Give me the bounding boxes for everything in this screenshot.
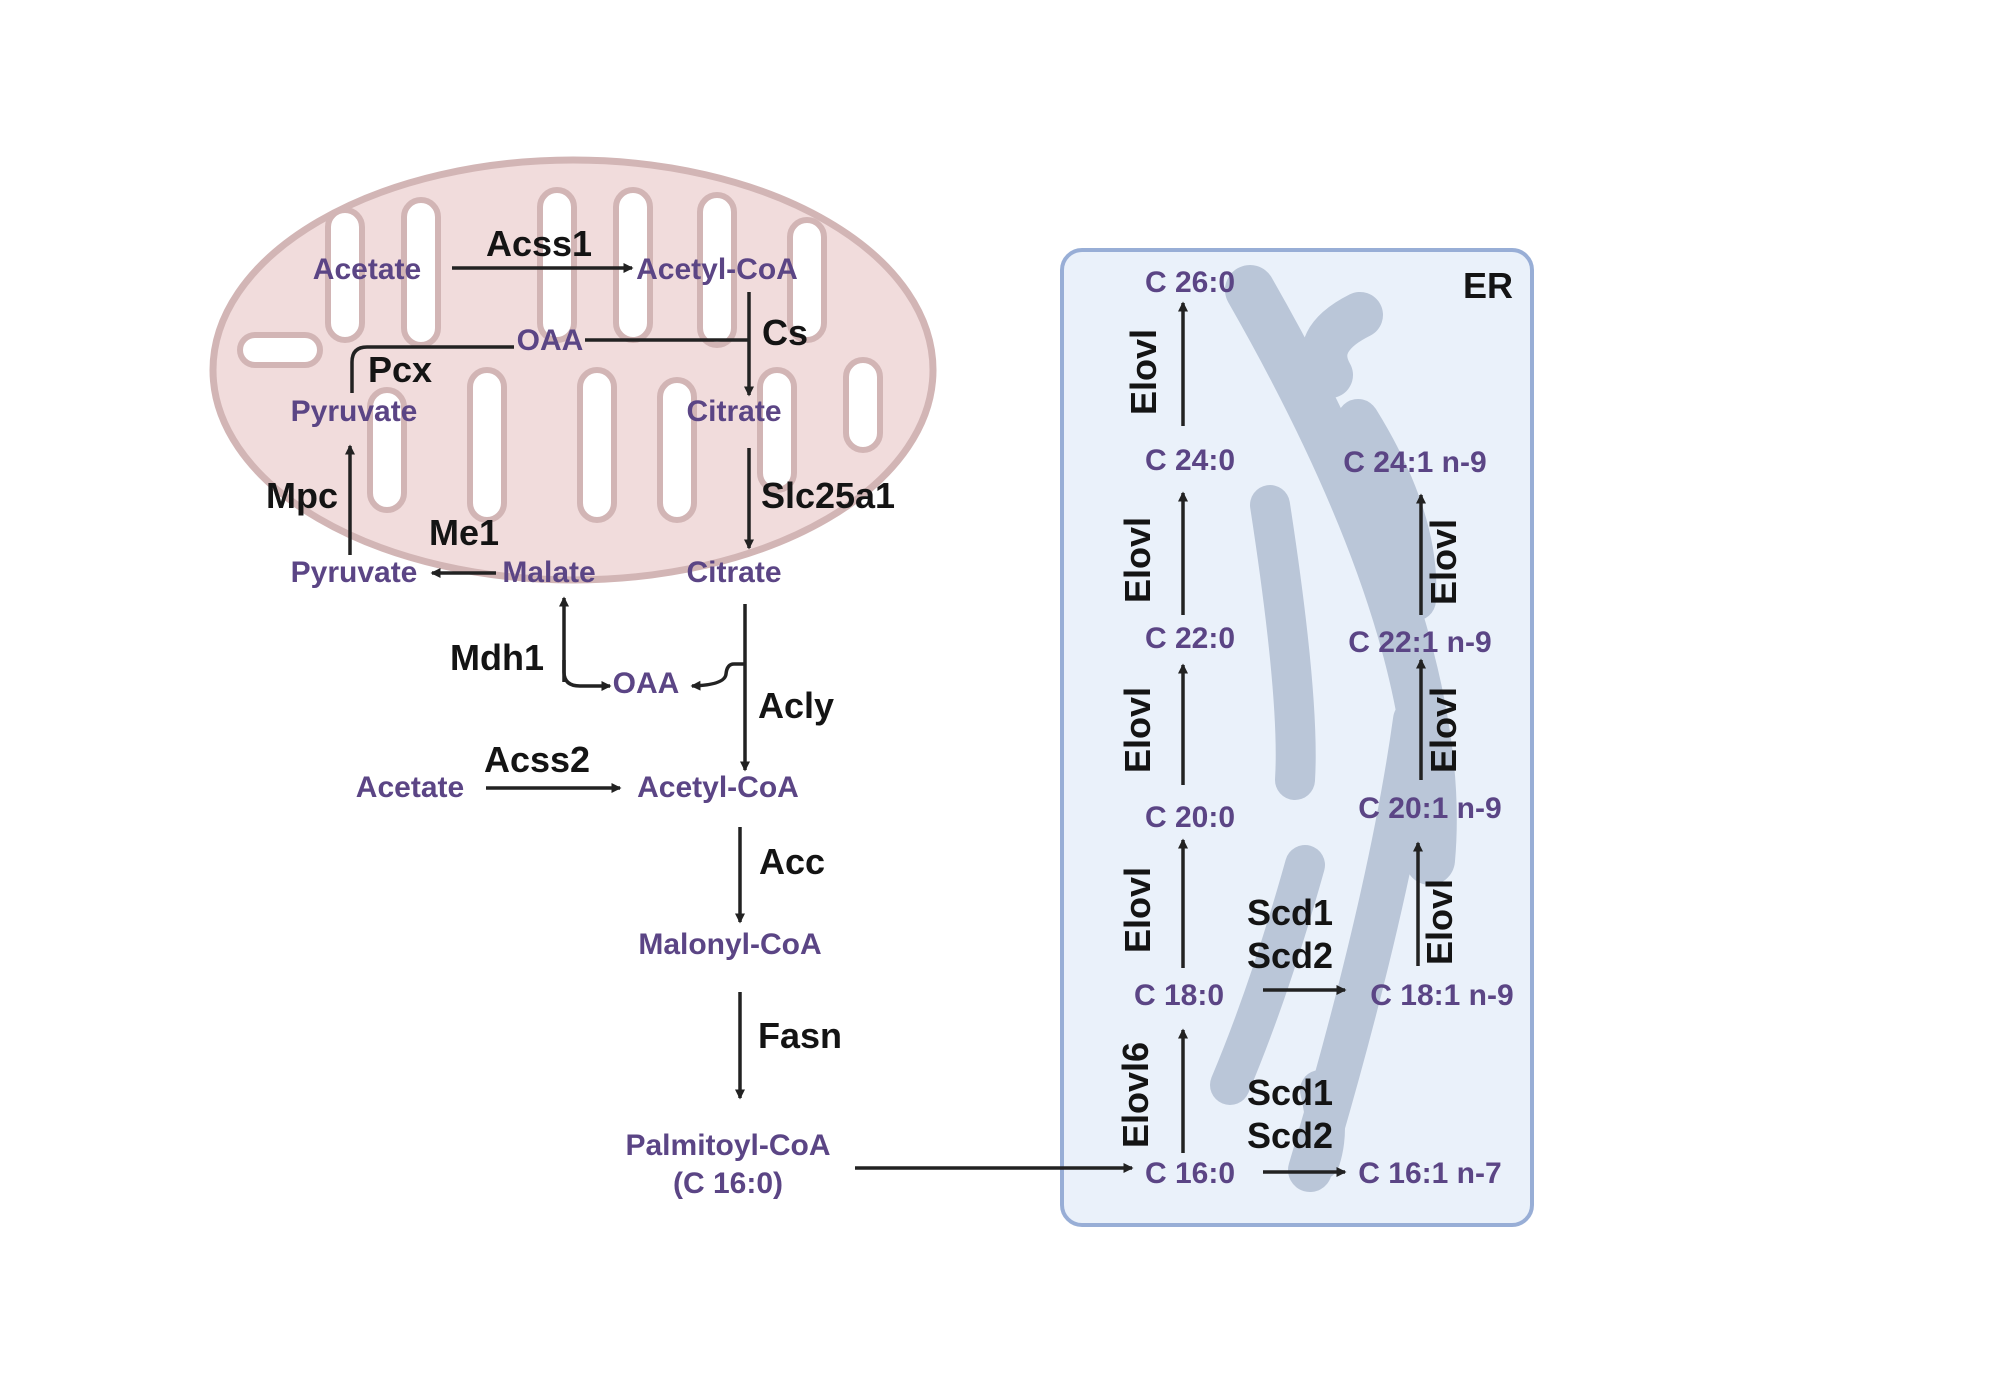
- lipid-c18-1: C 18:1 n-9: [1370, 979, 1513, 1012]
- mito-labels: Acetate Acss1 Acetyl-CoA Cs OAA Pcx Pyru…: [291, 223, 808, 428]
- er-labels: C 26:0 C 24:0 C 22:0 C 20:0 C 18:0 C 16:…: [1115, 266, 1514, 1190]
- enzyme-fasn: Fasn: [758, 1015, 842, 1056]
- enzyme-pcx: Pcx: [368, 349, 432, 390]
- enzyme-acly: Acly: [758, 685, 834, 726]
- er-membrane-band: [1250, 485, 1316, 800]
- metabolite-malate: Malate: [502, 556, 595, 589]
- lipid-c16-0: C 16:0: [1145, 1157, 1235, 1190]
- lipid-c24-0: C 24:0: [1145, 444, 1235, 477]
- er-compartment: ER: [1060, 248, 1534, 1227]
- crista: [697, 192, 737, 348]
- enzyme-elovl-c22-c24: Elovl: [1117, 517, 1158, 603]
- enzyme-elovl-c20-1-c22-1: Elovl: [1423, 687, 1464, 773]
- crista: [843, 357, 883, 453]
- er-membrane-band: [1210, 845, 1325, 1105]
- enzyme-elovl-c22-1-c24-1: Elovl: [1423, 519, 1464, 605]
- enzyme-acss2: Acss2: [484, 739, 590, 780]
- crista: [577, 367, 617, 523]
- metabolite-pyruvate-mito: Pyruvate: [291, 395, 418, 428]
- arrows: [345, 263, 1426, 1177]
- crista: [757, 367, 797, 493]
- metabolite-citrate-cyto: Citrate: [686, 556, 781, 589]
- enzyme-cs: Cs: [762, 312, 808, 353]
- cytosol-labels: Mpc Slc25a1 Me1 Pyruvate Malate Citrate …: [266, 475, 895, 1200]
- enzyme-me1: Me1: [429, 512, 499, 553]
- enzyme-mdh1: Mdh1: [450, 637, 544, 678]
- metabolite-oaa-mito: OAA: [517, 324, 584, 357]
- enzyme-elovl-c18-c20: Elovl: [1117, 867, 1158, 953]
- enzyme-scd2-c18: Scd2: [1247, 935, 1333, 976]
- metabolite-citrate-mito: Citrate: [686, 395, 781, 428]
- mitochondrion: [209, 156, 937, 584]
- er-membrane-band: [1300, 1070, 1345, 1180]
- metabolite-palmitoyl-coa: Palmitoyl-CoA: [625, 1129, 830, 1162]
- enzyme-scd1-c16: Scd1: [1247, 1072, 1333, 1113]
- crista: [237, 332, 323, 368]
- arrow-mdh1-to-oaa: [562, 660, 612, 691]
- enzyme-acss1: Acss1: [486, 223, 592, 264]
- crista: [325, 207, 365, 343]
- metabolite-acetyl-coa-cyto: Acetyl-CoA: [637, 771, 799, 804]
- enzyme-acc: Acc: [759, 841, 825, 882]
- lipid-c26-0: C 26:0: [1145, 266, 1235, 299]
- lipid-c22-0: C 22:0: [1145, 622, 1235, 655]
- crista: [537, 187, 577, 343]
- metabolite-pyruvate-cyto: Pyruvate: [291, 556, 418, 589]
- er-membrane-band: [1337, 399, 1437, 621]
- crista: [787, 217, 827, 343]
- arrow-pcx: [350, 345, 514, 393]
- metabolite-acetate-cyto: Acetate: [356, 771, 464, 804]
- metabolite-malonyl-coa: Malonyl-CoA: [638, 928, 821, 961]
- lipid-c16-1: C 16:1 n-7: [1358, 1157, 1501, 1190]
- enzyme-elovl-c24-c26: Elovl: [1123, 329, 1164, 415]
- metabolite-palmitoyl-c16: (C 16:0): [673, 1167, 783, 1200]
- metabolite-oaa-cyto: OAA: [613, 667, 680, 700]
- er-membrane-band: [1301, 292, 1383, 398]
- metabolite-acetate-mito: Acetate: [313, 253, 421, 286]
- lipid-c20-0: C 20:0: [1145, 801, 1235, 834]
- enzyme-slc25a1: Slc25a1: [761, 475, 895, 516]
- enzyme-elovl-c18-1-c20-1: Elovl: [1419, 879, 1460, 965]
- metabolite-acetyl-coa-mito: Acetyl-CoA: [636, 253, 798, 286]
- lipid-c22-1: C 22:1 n-9: [1348, 626, 1491, 659]
- lipid-c18-0: C 18:0: [1134, 979, 1224, 1012]
- crista: [657, 377, 697, 523]
- lipid-c24-1: C 24:1 n-9: [1343, 446, 1486, 479]
- enzyme-elovl6: Elovl6: [1115, 1042, 1156, 1148]
- er-membrane-band: [1225, 265, 1457, 885]
- crista: [367, 387, 407, 513]
- enzyme-mpc: Mpc: [266, 475, 338, 516]
- arrow-acly-to-oaa: [690, 662, 745, 691]
- enzyme-scd2-c16: Scd2: [1247, 1115, 1333, 1156]
- crista: [401, 197, 441, 348]
- er-label: ER: [1463, 265, 1513, 306]
- crista: [467, 367, 507, 523]
- lipid-c20-1: C 20:1 n-9: [1358, 792, 1501, 825]
- enzyme-scd1-c18: Scd1: [1247, 892, 1333, 933]
- enzyme-elovl-c20-c22: Elovl: [1117, 687, 1158, 773]
